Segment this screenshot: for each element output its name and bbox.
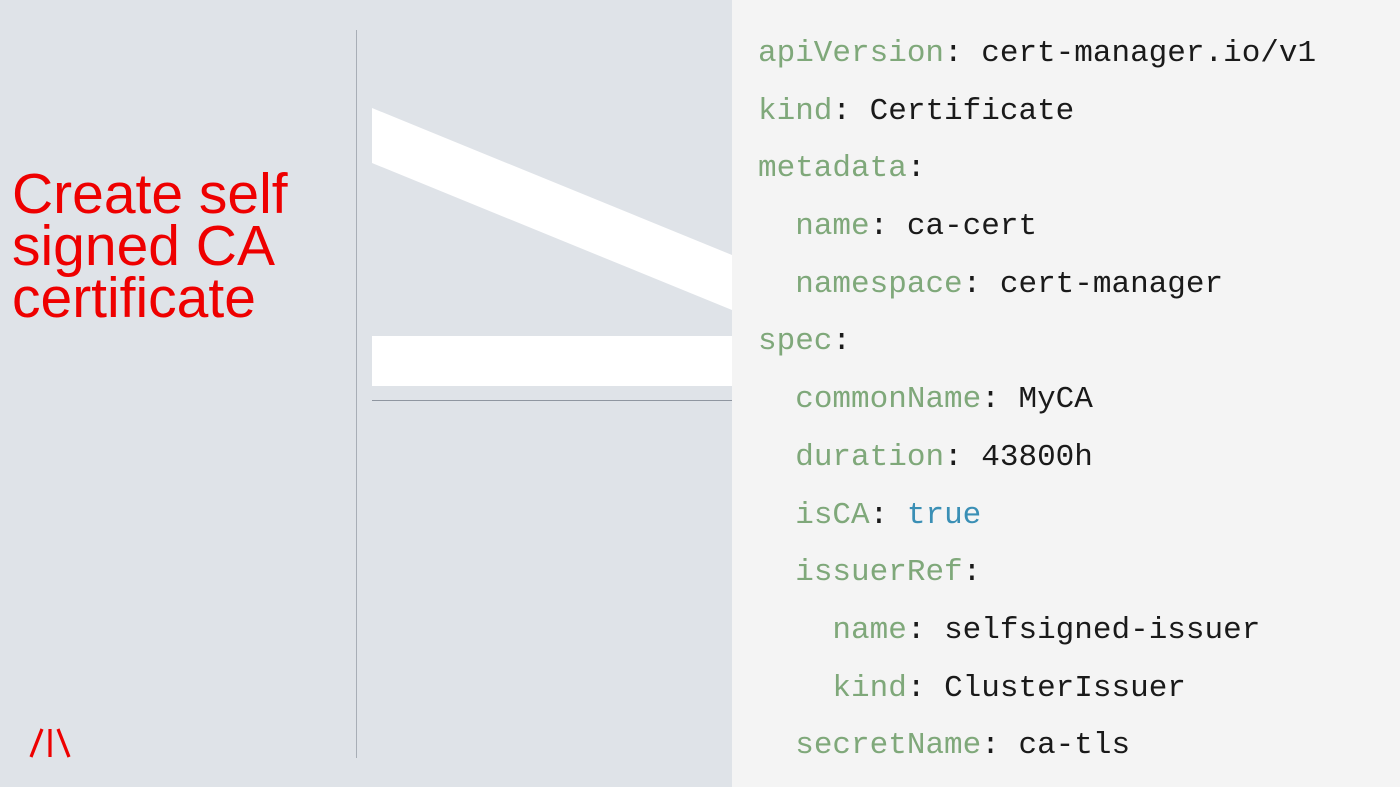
yaml-separator: : — [906, 670, 945, 706]
code-indent — [758, 728, 795, 763]
code-line: duration: 43800h — [758, 434, 1316, 492]
yaml-key: kind — [832, 670, 907, 706]
horizontal-divider — [372, 400, 732, 401]
yaml-key: apiVersion — [758, 36, 945, 71]
vertical-divider — [356, 30, 357, 758]
code-indent — [758, 267, 795, 302]
yaml-separator: : — [869, 497, 907, 533]
code-indent — [758, 671, 832, 706]
yaml-value: MyCA — [1018, 382, 1093, 418]
yaml-key: commonName — [795, 382, 982, 418]
yaml-separator: : — [981, 728, 1019, 764]
yaml-key: secretName — [795, 728, 982, 764]
yaml-separator: : — [981, 382, 1019, 418]
slide-title-line: certificate — [12, 266, 256, 330]
yaml-key: namespace — [795, 266, 963, 302]
code-line: kind: Certificate — [758, 88, 1316, 146]
yaml-key: metadata — [758, 151, 907, 187]
yaml-value: true — [906, 497, 982, 533]
horizontal-band — [372, 336, 732, 386]
slide-title-line: Create self — [12, 162, 288, 226]
code-line: secretName: ca-tls — [758, 722, 1316, 780]
yaml-key: kind — [758, 93, 833, 129]
slide-title-line: signed CA — [12, 214, 275, 278]
code-line: metadata: — [758, 145, 1316, 203]
yaml-separator: : — [962, 266, 1000, 302]
yaml-separator: : — [869, 209, 907, 245]
code-indent — [758, 613, 832, 648]
yaml-separator: : — [906, 151, 926, 187]
code-line: namespace: cert-manager — [758, 261, 1316, 319]
yaml-separator: : — [944, 36, 982, 71]
code-line: spec: — [758, 318, 1316, 376]
code-line: kind: ClusterIssuer — [758, 665, 1316, 723]
code-indent — [758, 498, 795, 533]
yaml-separator: : — [832, 324, 852, 360]
yaml-key: name — [832, 612, 907, 648]
yaml-separator: : — [832, 93, 870, 129]
yaml-value: selfsigned-issuer — [944, 612, 1261, 648]
code-line: commonName: MyCA — [758, 376, 1316, 434]
yaml-value: cert-manager.io/v1 — [981, 36, 1317, 71]
yaml-key: duration — [795, 439, 945, 475]
yaml-separator: : — [906, 612, 945, 648]
yaml-value: Certificate — [869, 93, 1075, 129]
yaml-value: ca-cert — [906, 209, 1038, 245]
redhat-slash-logo-icon — [29, 728, 71, 758]
code-indent — [758, 555, 795, 590]
code-indent — [758, 440, 795, 475]
slide-left-panel: Create self signed CA certificate — [12, 30, 732, 758]
yaml-key: name — [795, 209, 870, 245]
yaml-separator: : — [962, 555, 982, 591]
decorative-shapes — [372, 108, 732, 386]
code-line: issuerRef: — [758, 549, 1316, 607]
yaml-key: isCA — [795, 497, 870, 533]
code-line: isCA: true — [758, 492, 1316, 550]
diagonal-band — [372, 108, 732, 310]
yaml-key: spec — [758, 324, 833, 360]
code-line: name: ca-cert — [758, 203, 1316, 261]
yaml-key: issuerRef — [795, 555, 963, 591]
code-line: apiVersion: cert-manager.io/v1 — [758, 30, 1316, 88]
yaml-value: ClusterIssuer — [944, 670, 1186, 706]
yaml-value: ca-tls — [1018, 728, 1131, 764]
yaml-value: cert-manager — [999, 266, 1224, 302]
yaml-separator: : — [944, 439, 982, 475]
code-indent — [758, 209, 795, 244]
code-indent — [758, 382, 795, 417]
code-line: name: selfsigned-issuer — [758, 607, 1316, 665]
slide-title: Create self signed CA certificate — [12, 162, 352, 330]
yaml-value: 43800h — [981, 439, 1093, 475]
